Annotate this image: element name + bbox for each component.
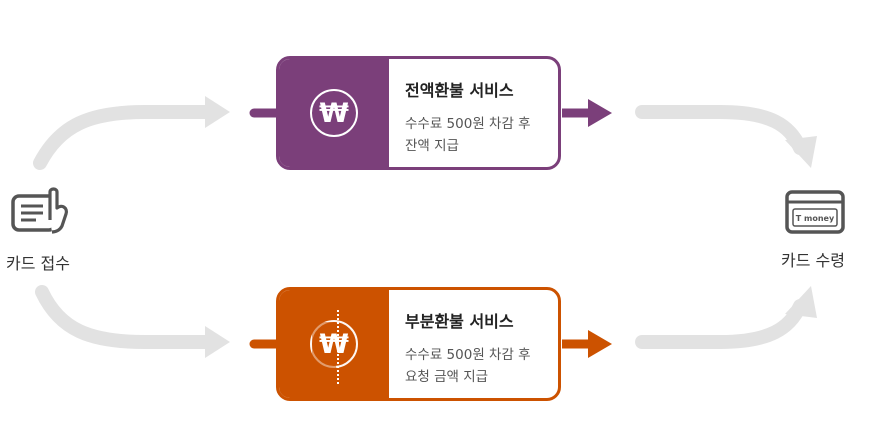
flow-arrow-full-to-end [635, 105, 807, 155]
full-refund-text: 전액환불 서비스 수수료 500원 차감 후 잔액 지급 [389, 59, 558, 167]
end-node-label: 카드 수령 [781, 251, 845, 270]
full-refund-service-box[interactable]: ₩ 전액환불 서비스 수수료 500원 차감 후 잔액 지급 [276, 56, 561, 170]
tmoney-card-icon: T money [785, 190, 845, 234]
start-node-label: 카드 접수 [6, 254, 70, 273]
flow-arrowhead-start-to-full [205, 96, 230, 128]
card-document-icon [11, 187, 68, 234]
flow-arrow-partial-to-end [635, 299, 807, 349]
flow-arrowhead-full-to-end [785, 136, 817, 168]
flow-arrowhead-partial-to-end [785, 286, 817, 318]
full-refund-title: 전액환불 서비스 [405, 81, 514, 100]
partial-refund-service-box[interactable]: ₩ 부분환불 서비스 수수료 500원 차감 후 요청 금액 지급 [276, 287, 561, 401]
coin-split-line [337, 310, 339, 384]
connector-out-partial-head [588, 330, 612, 358]
won-coin-icon: ₩ [310, 89, 358, 137]
connector-out-full-head [588, 99, 612, 127]
flow-arrow-start-to-full [33, 105, 219, 170]
partial-refund-text: 부분환불 서비스 수수료 500원 차감 후 요청 금액 지급 [389, 290, 558, 398]
won-symbol-partial: ₩ [319, 328, 349, 360]
partial-refund-description: 수수료 500원 차감 후 요청 금액 지급 [405, 347, 531, 385]
half-coin-mask [312, 322, 336, 370]
partial-refund-title: 부분환불 서비스 [405, 312, 514, 331]
half-won-coin-icon: ₩ [310, 320, 358, 370]
full-refund-description: 수수료 500원 차감 후 잔액 지급 [405, 116, 531, 154]
won-symbol: ₩ [319, 97, 349, 129]
full-refund-icon-panel: ₩ [279, 59, 389, 167]
flow-arrow-start-to-partial [35, 285, 219, 349]
flow-arrowhead-start-to-partial [205, 326, 230, 358]
tmoney-brand-text: T money [796, 214, 835, 223]
partial-refund-icon-panel: ₩ [279, 290, 389, 398]
